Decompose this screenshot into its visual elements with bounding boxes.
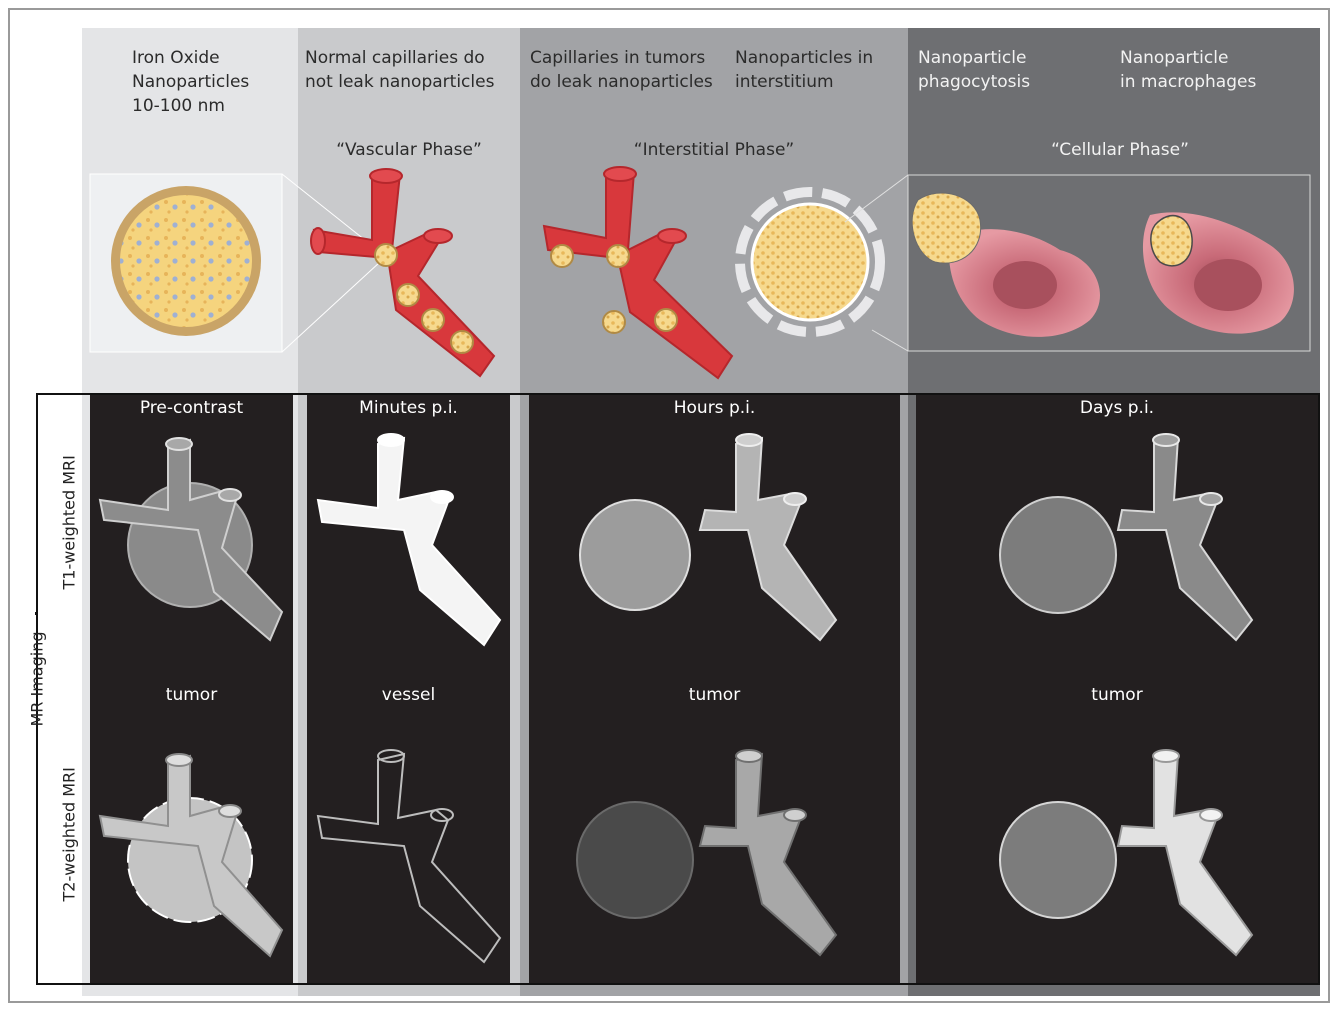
t1-hours-tumor xyxy=(580,434,836,640)
t2-minutes-vessel xyxy=(318,750,500,962)
t1-days-tumor xyxy=(1000,434,1252,640)
t2-hours-tumor xyxy=(577,750,836,955)
t1-minutes-vessel xyxy=(318,434,500,645)
t2-days-tumor xyxy=(1000,750,1252,955)
t1-pre-tumor xyxy=(100,438,282,640)
t2-pre-tumor xyxy=(100,754,282,956)
